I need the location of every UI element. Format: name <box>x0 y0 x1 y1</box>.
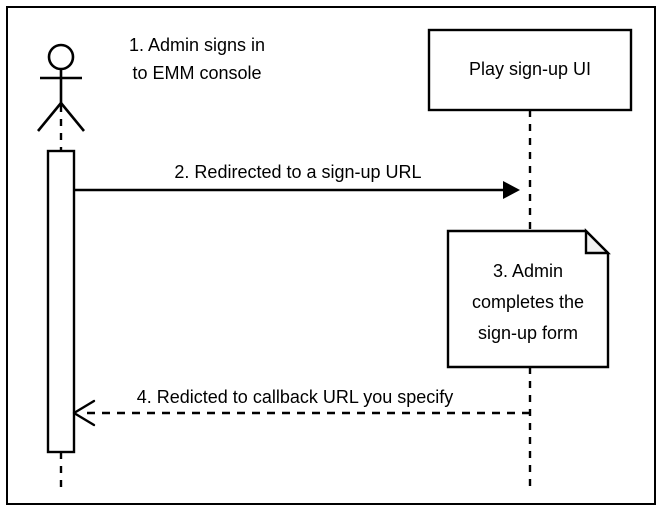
message-label-2: 2. Redirected to a sign-up URL <box>174 162 421 182</box>
diagram-frame <box>6 6 656 505</box>
actor-leg-left-icon <box>36 102 63 132</box>
actor-label-line-1: 1. Admin signs in <box>129 35 265 55</box>
note-text-line-2: completes the <box>472 292 584 312</box>
message-arrowhead-2 <box>503 181 520 199</box>
note-fold-corner-icon <box>584 228 611 255</box>
actor-leg-right-icon <box>59 102 86 132</box>
participant-box-play-signup-ui[interactable] <box>427 28 633 112</box>
participant-admin[interactable] <box>36 43 86 132</box>
participant-label-play-signup-ui: Play sign-up UI <box>469 59 591 79</box>
message-arrowhead-4 <box>72 399 96 427</box>
activation-bar-admin <box>46 149 76 454</box>
note-text-line-1: 3. Admin <box>493 261 563 281</box>
note-text-line-3: sign-up form <box>478 323 578 343</box>
actor-head-icon <box>47 43 75 71</box>
actor-label-line-2: to EMM console <box>132 63 261 83</box>
message-label-4: 4. Redicted to callback URL you specify <box>137 387 454 407</box>
note-body-3 <box>446 229 610 369</box>
note-3: 3. Admin completes the sign-up form <box>446 228 611 369</box>
